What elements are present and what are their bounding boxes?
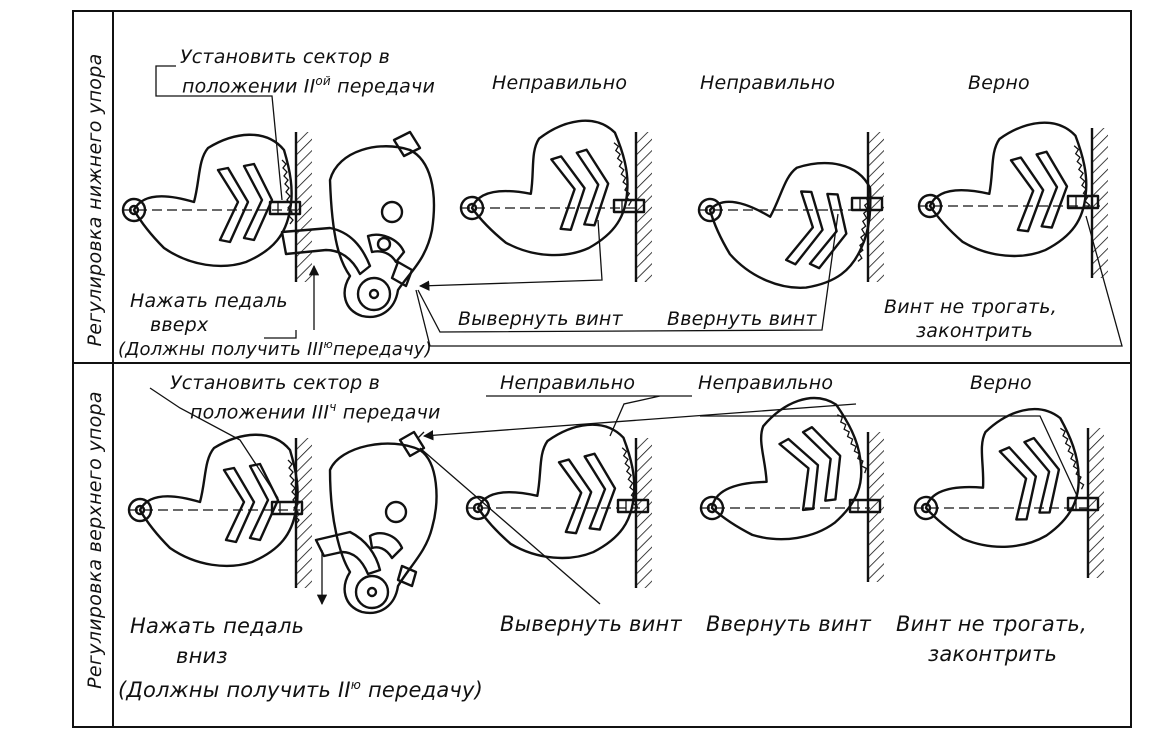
upper-panel1-title: Неправильно	[500, 372, 636, 394]
frame-left-line	[72, 10, 74, 726]
upper-instruction-leader	[149, 387, 279, 499]
lower-panel3-caption-line2: законтрить	[916, 320, 1034, 342]
lower-pedal-note: (Должны получить IIIюпередачу)	[118, 338, 432, 360]
upper-instruction-tail: передачи	[336, 401, 441, 424]
upper-pedal-line1: Нажать педаль	[130, 614, 305, 638]
lower-panel3-leader	[415, 215, 1123, 347]
lower-panel3-title: Верно	[968, 72, 1030, 94]
upper-pedal-lever	[314, 430, 438, 615]
lower-instruction-tail: передачи	[330, 75, 435, 98]
lower-pedal-lever	[280, 130, 436, 319]
lower-note-pre: (Должны получить	[118, 339, 308, 360]
upper-instruction-line2: положении IIIч передачи	[190, 400, 441, 423]
upper-setup-sector	[127, 433, 301, 568]
lower-panel2-leader	[417, 213, 839, 333]
lower-panel2-caption: Ввернуть винт	[667, 308, 817, 330]
upper-panel3-wall	[1086, 426, 1106, 580]
upper-panel3-leader	[700, 415, 1079, 499]
upper-note-sup: ю	[350, 678, 362, 692]
lower-setup-wall	[294, 130, 314, 284]
upper-panel3-caption-line2: законтрить	[928, 642, 1058, 666]
upper-panel2-leader	[422, 403, 857, 441]
lower-instruction-sup: ой	[315, 74, 331, 88]
lower-setup-sector	[121, 133, 300, 268]
upper-panel2-sector	[677, 386, 882, 566]
lower-panel3-sector	[912, 118, 1100, 264]
side-column-divider	[112, 10, 114, 726]
lower-instruction-line2: положении IIой передачи	[182, 74, 435, 97]
upper-note-pre: (Должны получить	[118, 678, 338, 702]
lower-panel1-title: Неправильно	[492, 72, 628, 94]
lower-panel1-sector	[451, 115, 640, 266]
upper-instruction-sup: ч	[329, 400, 337, 414]
lower-pedal-line1: Нажать педаль	[130, 290, 288, 312]
lower-note-post: передачу)	[333, 339, 432, 360]
lower-note-sup: ю	[323, 338, 334, 351]
upper-note-gear: II	[337, 678, 351, 702]
upper-panel1-sector	[460, 420, 642, 566]
upper-panel2-caption: Ввернуть винт	[706, 612, 872, 636]
upper-panel2-title: Неправильно	[698, 372, 834, 394]
upper-panel2-wall	[866, 430, 886, 584]
upper-pedal-note: (Должны получить IIю передачу)	[118, 678, 483, 702]
lower-note-gear: III	[307, 339, 324, 360]
upper-panel1-title-leader	[486, 395, 692, 437]
frame-right-line	[1130, 10, 1132, 726]
upper-pedal-line2: вниз	[176, 644, 228, 668]
upper-panel1-caption-leader	[419, 447, 601, 605]
upper-note-post: передачу)	[361, 678, 484, 702]
lower-instruction-gear: положении II	[182, 75, 316, 98]
upper-instruction-line1: Установить сектор в	[170, 372, 381, 394]
section-divider	[72, 362, 1132, 364]
upper-panel3-sector	[898, 400, 1095, 567]
upper-panel3-caption-line1: Винт не трогать,	[896, 612, 1087, 636]
upper-nut-tick	[417, 431, 425, 439]
lower-panel2-title: Неправильно	[700, 72, 836, 94]
lower-panel1-leader	[418, 219, 603, 291]
lower-pedal-leader	[264, 330, 297, 339]
upper-panel3-title: Верно	[970, 372, 1032, 394]
lower-panel3-caption-line1: Винт не трогать,	[884, 296, 1057, 318]
lower-panel3-wall	[1090, 126, 1110, 280]
lower-panel1-caption: Вывернуть винт	[458, 308, 623, 330]
lower-pedal-line2: вверх	[150, 314, 209, 336]
upper-panel1-caption: Вывернуть винт	[500, 612, 682, 636]
upper-instruction-gear: положении III	[190, 401, 330, 424]
diagram-frame	[72, 10, 1132, 728]
lower-instruction-leader	[155, 65, 283, 201]
lower-panel2-sector	[684, 133, 884, 304]
lower-instruction-line1: Установить сектор в	[180, 46, 391, 68]
